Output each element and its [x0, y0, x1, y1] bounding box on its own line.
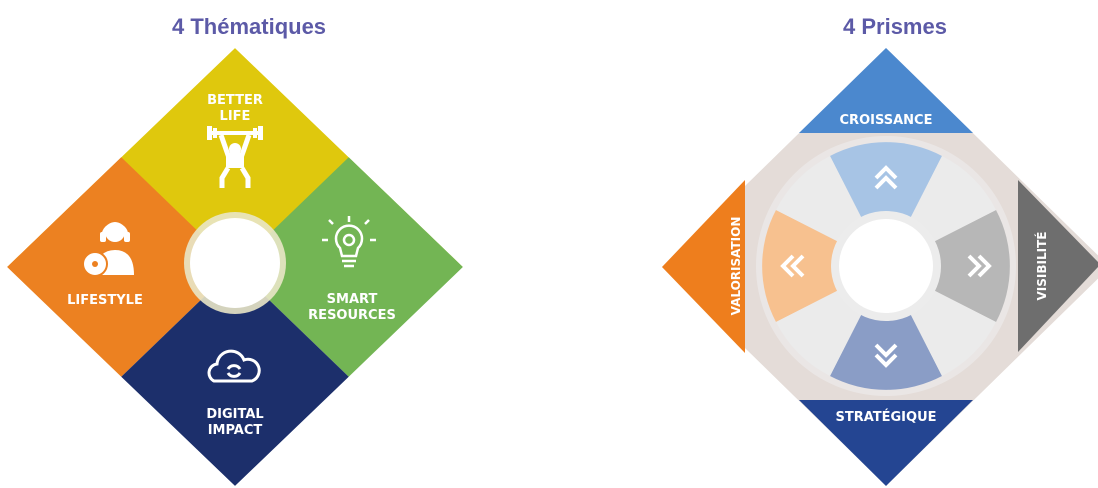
smart-resources-line2: RESOURCES [308, 308, 396, 323]
valorisation-label: VALORISATION [729, 217, 743, 316]
side-valorisation [662, 180, 745, 353]
prismes-title: 4 Prismes [843, 14, 947, 39]
center-ring-inner [190, 218, 280, 308]
chevron-up-icon [874, 165, 898, 190]
dj-headphones-icon [82, 222, 134, 277]
smart-resources-line1: SMART [327, 292, 378, 307]
side-strategique [799, 400, 973, 486]
wedge-valorisation [762, 210, 886, 322]
better-life-line2: LIFE [220, 109, 251, 124]
digital-impact-line1: DIGITAL [206, 407, 263, 422]
wedge-visibilite [886, 210, 1010, 322]
lifestyle-label: LIFESTYLE [67, 293, 143, 308]
wedge-croissance [830, 142, 942, 266]
center-circle-prismes [839, 219, 933, 313]
lightbulb-gear-icon [322, 216, 376, 268]
thematiques-diagram: BETTER LIFE LIFESTYLE [7, 48, 463, 486]
cloud-sync-icon [207, 349, 261, 383]
better-life-line1: BETTER [207, 93, 263, 108]
chevron-right-icon [967, 254, 992, 278]
chevron-left-icon [780, 254, 805, 278]
side-croissance [799, 48, 973, 133]
croissance-label: CROISSANCE [840, 113, 933, 128]
strategique-label: STRATÉGIQUE [835, 409, 936, 425]
digital-impact-line2: IMPACT [208, 423, 263, 438]
prismes-diagram: CROISSANCE STRATÉGIQUE VISIBILITÉ VALORI… [662, 48, 1098, 486]
chevron-down-icon [874, 343, 898, 368]
weightlifter-icon [207, 126, 263, 188]
visibilite-label: VISIBILITÉ [1034, 232, 1049, 301]
side-visibilite [1018, 180, 1098, 352]
thematiques-title: 4 Thématiques [172, 14, 327, 39]
wedge-strategique [830, 266, 942, 390]
